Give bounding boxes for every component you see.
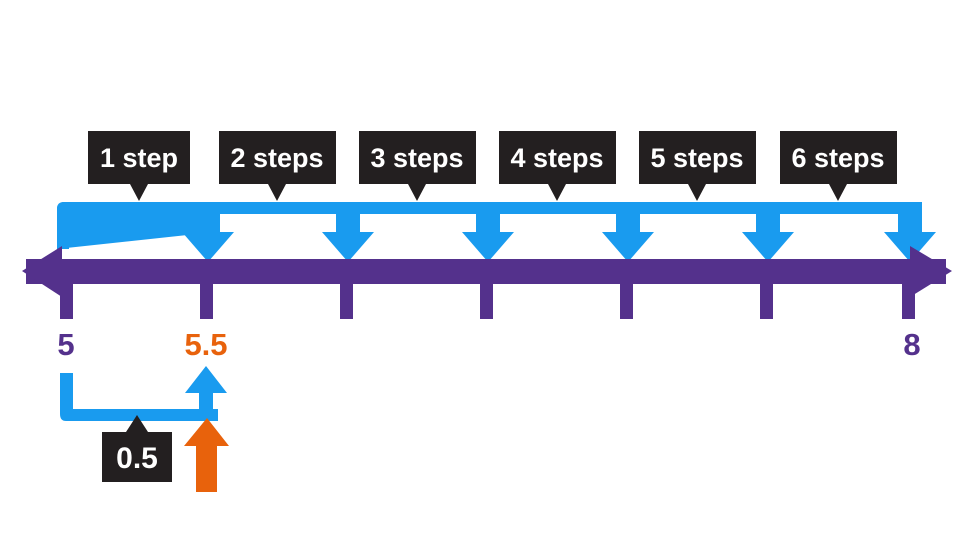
step-jumps-group — [57, 202, 936, 262]
pointer-arrow-group — [184, 418, 229, 492]
axis-left-arrow-icon — [22, 246, 62, 297]
step-jump-5 — [626, 202, 794, 262]
step-label-text-5: 5 steps — [650, 143, 743, 173]
step-label-text-6: 6 steps — [791, 143, 884, 173]
tick-mark-5-5 — [200, 274, 213, 319]
jump-head-6 — [884, 202, 936, 262]
step-jump-6 — [766, 202, 936, 262]
step-label-text-4: 4 steps — [510, 143, 603, 173]
step-label-4[interactable]: 4 steps — [499, 131, 616, 201]
step-label-text-2: 2 steps — [230, 143, 323, 173]
jump-head-5 — [742, 202, 794, 262]
step-jump-2 — [206, 202, 374, 262]
jump-arrow-1 — [57, 202, 222, 256]
step-label-2[interactable]: 2 steps — [219, 131, 336, 201]
step-label-box-2 — [219, 131, 336, 201]
unit-bracket-group — [60, 366, 227, 421]
step-label-5[interactable]: 5 steps — [639, 131, 756, 201]
jump-head-4 — [602, 202, 654, 262]
step-label-3[interactable]: 3 steps — [359, 131, 476, 201]
step-label-text-1: 1 step — [100, 143, 178, 173]
unit-label[interactable]: 0.5 — [102, 415, 172, 482]
jump-stem-1 — [57, 202, 208, 249]
jump-head-1 — [182, 202, 234, 262]
jump-stem-6 — [766, 202, 912, 214]
tick-mark-5 — [60, 274, 73, 319]
step-label-box-4 — [499, 131, 616, 201]
tick-label-5-5: 5.5 — [184, 327, 227, 362]
unit-label-text: 0.5 — [116, 442, 158, 475]
step-label-6[interactable]: 6 steps — [780, 131, 897, 201]
tick-label-5: 5 — [57, 327, 74, 362]
jump-stem-3 — [346, 202, 488, 214]
step-jump-1 — [57, 202, 234, 262]
number-line-axis — [22, 246, 952, 319]
step-label-box-3 — [359, 131, 476, 201]
pointer-arrow-icon — [184, 418, 229, 492]
axis-right-arrow-icon — [910, 246, 952, 297]
jump-stem-2 — [206, 202, 348, 214]
tick-mark-7 — [620, 274, 633, 319]
step-label-box-1 — [88, 131, 190, 201]
axis-line — [26, 259, 946, 284]
jump-stem-5 — [626, 202, 768, 214]
step-jump-3 — [346, 202, 514, 262]
tick-labels: 5 5.5 8 — [57, 327, 920, 362]
jump-head-2 — [322, 202, 374, 262]
tick-mark-7-5 — [760, 274, 773, 319]
jump-stem-4 — [486, 202, 628, 214]
step-jump-4 — [486, 202, 654, 262]
jump-head-3 — [462, 202, 514, 262]
unit-label-box — [102, 415, 172, 482]
tick-mark-6 — [340, 274, 353, 319]
unit-bracket-stem — [60, 373, 200, 421]
step-label-box-5 — [639, 131, 756, 201]
step-label-text-3: 3 steps — [370, 143, 463, 173]
unit-bracket-arrow-icon — [185, 366, 227, 421]
step-label-boxes: 1 step 2 steps 3 steps 4 steps 5 steps 6 — [88, 131, 897, 201]
tick-label-8: 8 — [903, 327, 920, 362]
step-label-1[interactable]: 1 step — [88, 131, 190, 201]
step-label-box-6 — [780, 131, 897, 201]
tick-mark-6-5 — [480, 274, 493, 319]
